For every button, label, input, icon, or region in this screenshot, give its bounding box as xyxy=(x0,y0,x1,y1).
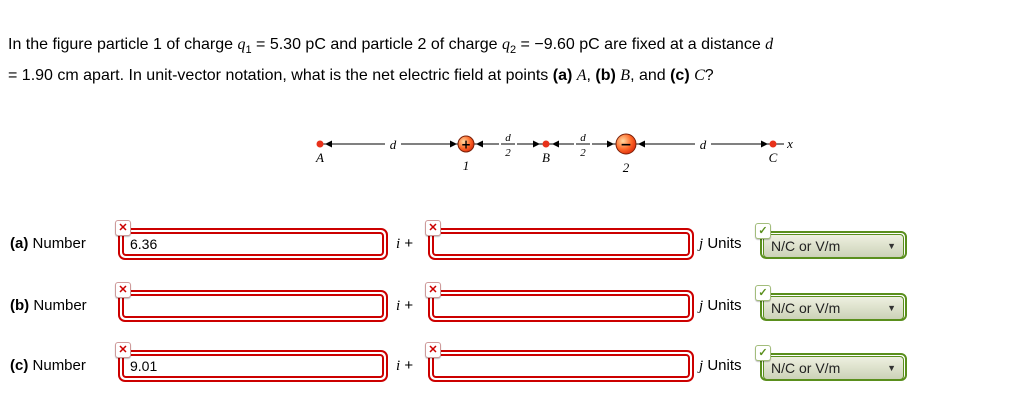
answer-c-j-box: ✕ xyxy=(425,342,694,382)
point-a-label: A xyxy=(315,150,324,165)
problem-segment: , xyxy=(586,67,596,85)
point-c-label: C xyxy=(769,150,778,165)
units-value: N/C or V/m xyxy=(771,360,841,376)
arrowhead xyxy=(552,140,559,148)
answer-b-i-input[interactable] xyxy=(122,294,384,318)
point-c-dot xyxy=(769,140,777,148)
units-value: N/C or V/m xyxy=(771,300,841,316)
point-a-ref: A xyxy=(576,67,587,85)
figure-diagram: d d 2 d 2 d + − A 1 B 2 C x xyxy=(315,129,793,175)
x-axis-label: x xyxy=(786,136,793,151)
problem-segment: = 1.90 cm apart. In unit-vector notation… xyxy=(8,67,553,85)
variable-q1: q xyxy=(237,36,246,53)
units-dropdown-b[interactable]: ✓ N/C or V/m ▼ xyxy=(755,285,907,321)
answer-row-a: (a) Number ✕ i + ✕ j Units ✓ N/C or V/m ▼ xyxy=(0,220,1024,266)
half-distance-denominator: 2 xyxy=(580,147,586,159)
answer-c-i-input[interactable] xyxy=(122,354,384,378)
arrowhead xyxy=(476,140,483,148)
problem-text: In the figure particle 1 of charge q1 = … xyxy=(8,32,1018,88)
chevron-down-icon: ▼ xyxy=(887,363,896,373)
answer-b-j-input[interactable] xyxy=(432,294,690,318)
distance-d-right-label: d xyxy=(700,137,707,152)
incorrect-icon: ✕ xyxy=(115,342,131,358)
part-c-marker: (c) xyxy=(670,67,695,85)
problem-segment: = 5.30 pC and particle 2 of charge xyxy=(251,36,502,53)
incorrect-icon: ✕ xyxy=(425,282,441,298)
problem-segment: = −9.60 pC are fixed at a distance xyxy=(516,36,766,53)
j-hat-units-label: j Units xyxy=(699,235,742,252)
answer-a-i-box: ✕ xyxy=(115,220,388,260)
answer-row-b-label: (b) Number xyxy=(10,297,87,314)
answer-c-j-input[interactable] xyxy=(432,354,690,378)
chevron-down-icon: ▼ xyxy=(887,241,896,251)
point-b-dot xyxy=(542,140,550,148)
distance-d-left-label: d xyxy=(390,137,397,152)
answer-row-c-label: (c) Number xyxy=(10,357,86,374)
correct-icon: ✓ xyxy=(755,223,771,239)
arrowhead xyxy=(638,140,645,148)
units-dropdown-a[interactable]: ✓ N/C or V/m ▼ xyxy=(755,223,907,259)
variable-d: d xyxy=(765,36,774,53)
units-value: N/C or V/m xyxy=(771,238,841,254)
particle-1-circle xyxy=(457,135,475,153)
point-c-ref: C xyxy=(694,67,705,85)
answer-b-j-box: ✕ xyxy=(425,282,694,322)
j-hat-units-label: j Units xyxy=(699,357,742,374)
answer-a-j-input[interactable] xyxy=(432,232,690,256)
arrowhead xyxy=(607,140,614,148)
problem-segment: In the figure particle 1 of charge xyxy=(8,36,238,53)
answer-row-a-label: (a) Number xyxy=(10,235,86,252)
incorrect-icon: ✕ xyxy=(425,220,441,236)
subscript-1: 1 xyxy=(245,44,252,57)
j-hat-units-label: j Units xyxy=(699,297,742,314)
point-a-dot xyxy=(316,140,324,148)
i-hat-plus-label: i + xyxy=(396,235,414,252)
arrowhead xyxy=(533,140,540,148)
minus-sign-icon: − xyxy=(620,137,632,153)
answer-row-b: (b) Number ✕ i + ✕ j Units ✓ N/C or V/m ▼ xyxy=(0,282,1024,328)
answer-row-c: (c) Number ✕ i + ✕ j Units ✓ N/C or V/m ▼ xyxy=(0,342,1024,388)
half-distance-denominator: 2 xyxy=(505,147,511,159)
arrowhead xyxy=(761,140,768,148)
answer-b-i-box: ✕ xyxy=(115,282,388,322)
particle-1-label: 1 xyxy=(463,158,470,173)
particle-2-label: 2 xyxy=(623,160,630,175)
problem-segment: , and xyxy=(630,67,671,85)
particle-2-circle xyxy=(615,133,637,155)
point-b-label: B xyxy=(542,150,550,165)
incorrect-icon: ✕ xyxy=(115,220,131,236)
problem-segment: ? xyxy=(704,67,714,85)
plus-sign-icon: + xyxy=(461,138,471,152)
answer-a-j-box: ✕ xyxy=(425,220,694,260)
arrowhead xyxy=(450,140,457,148)
half-distance-numerator: d xyxy=(505,132,511,144)
variable-q2: q xyxy=(501,36,510,53)
part-b-marker: (b) xyxy=(595,67,621,85)
incorrect-icon: ✕ xyxy=(425,342,441,358)
chevron-down-icon: ▼ xyxy=(887,303,896,313)
incorrect-icon: ✕ xyxy=(115,282,131,298)
i-hat-plus-label: i + xyxy=(396,297,414,314)
part-a-marker: (a) xyxy=(552,67,577,85)
arrowhead xyxy=(325,140,332,148)
point-b-ref: B xyxy=(620,67,631,85)
correct-icon: ✓ xyxy=(755,285,771,301)
answer-a-i-input[interactable] xyxy=(122,232,384,256)
units-dropdown-c[interactable]: ✓ N/C or V/m ▼ xyxy=(755,345,907,381)
subscript-2: 2 xyxy=(509,44,517,57)
correct-icon: ✓ xyxy=(755,345,771,361)
i-hat-plus-label: i + xyxy=(396,357,414,374)
answer-c-i-box: ✕ xyxy=(115,342,388,382)
half-distance-numerator: d xyxy=(580,132,586,144)
